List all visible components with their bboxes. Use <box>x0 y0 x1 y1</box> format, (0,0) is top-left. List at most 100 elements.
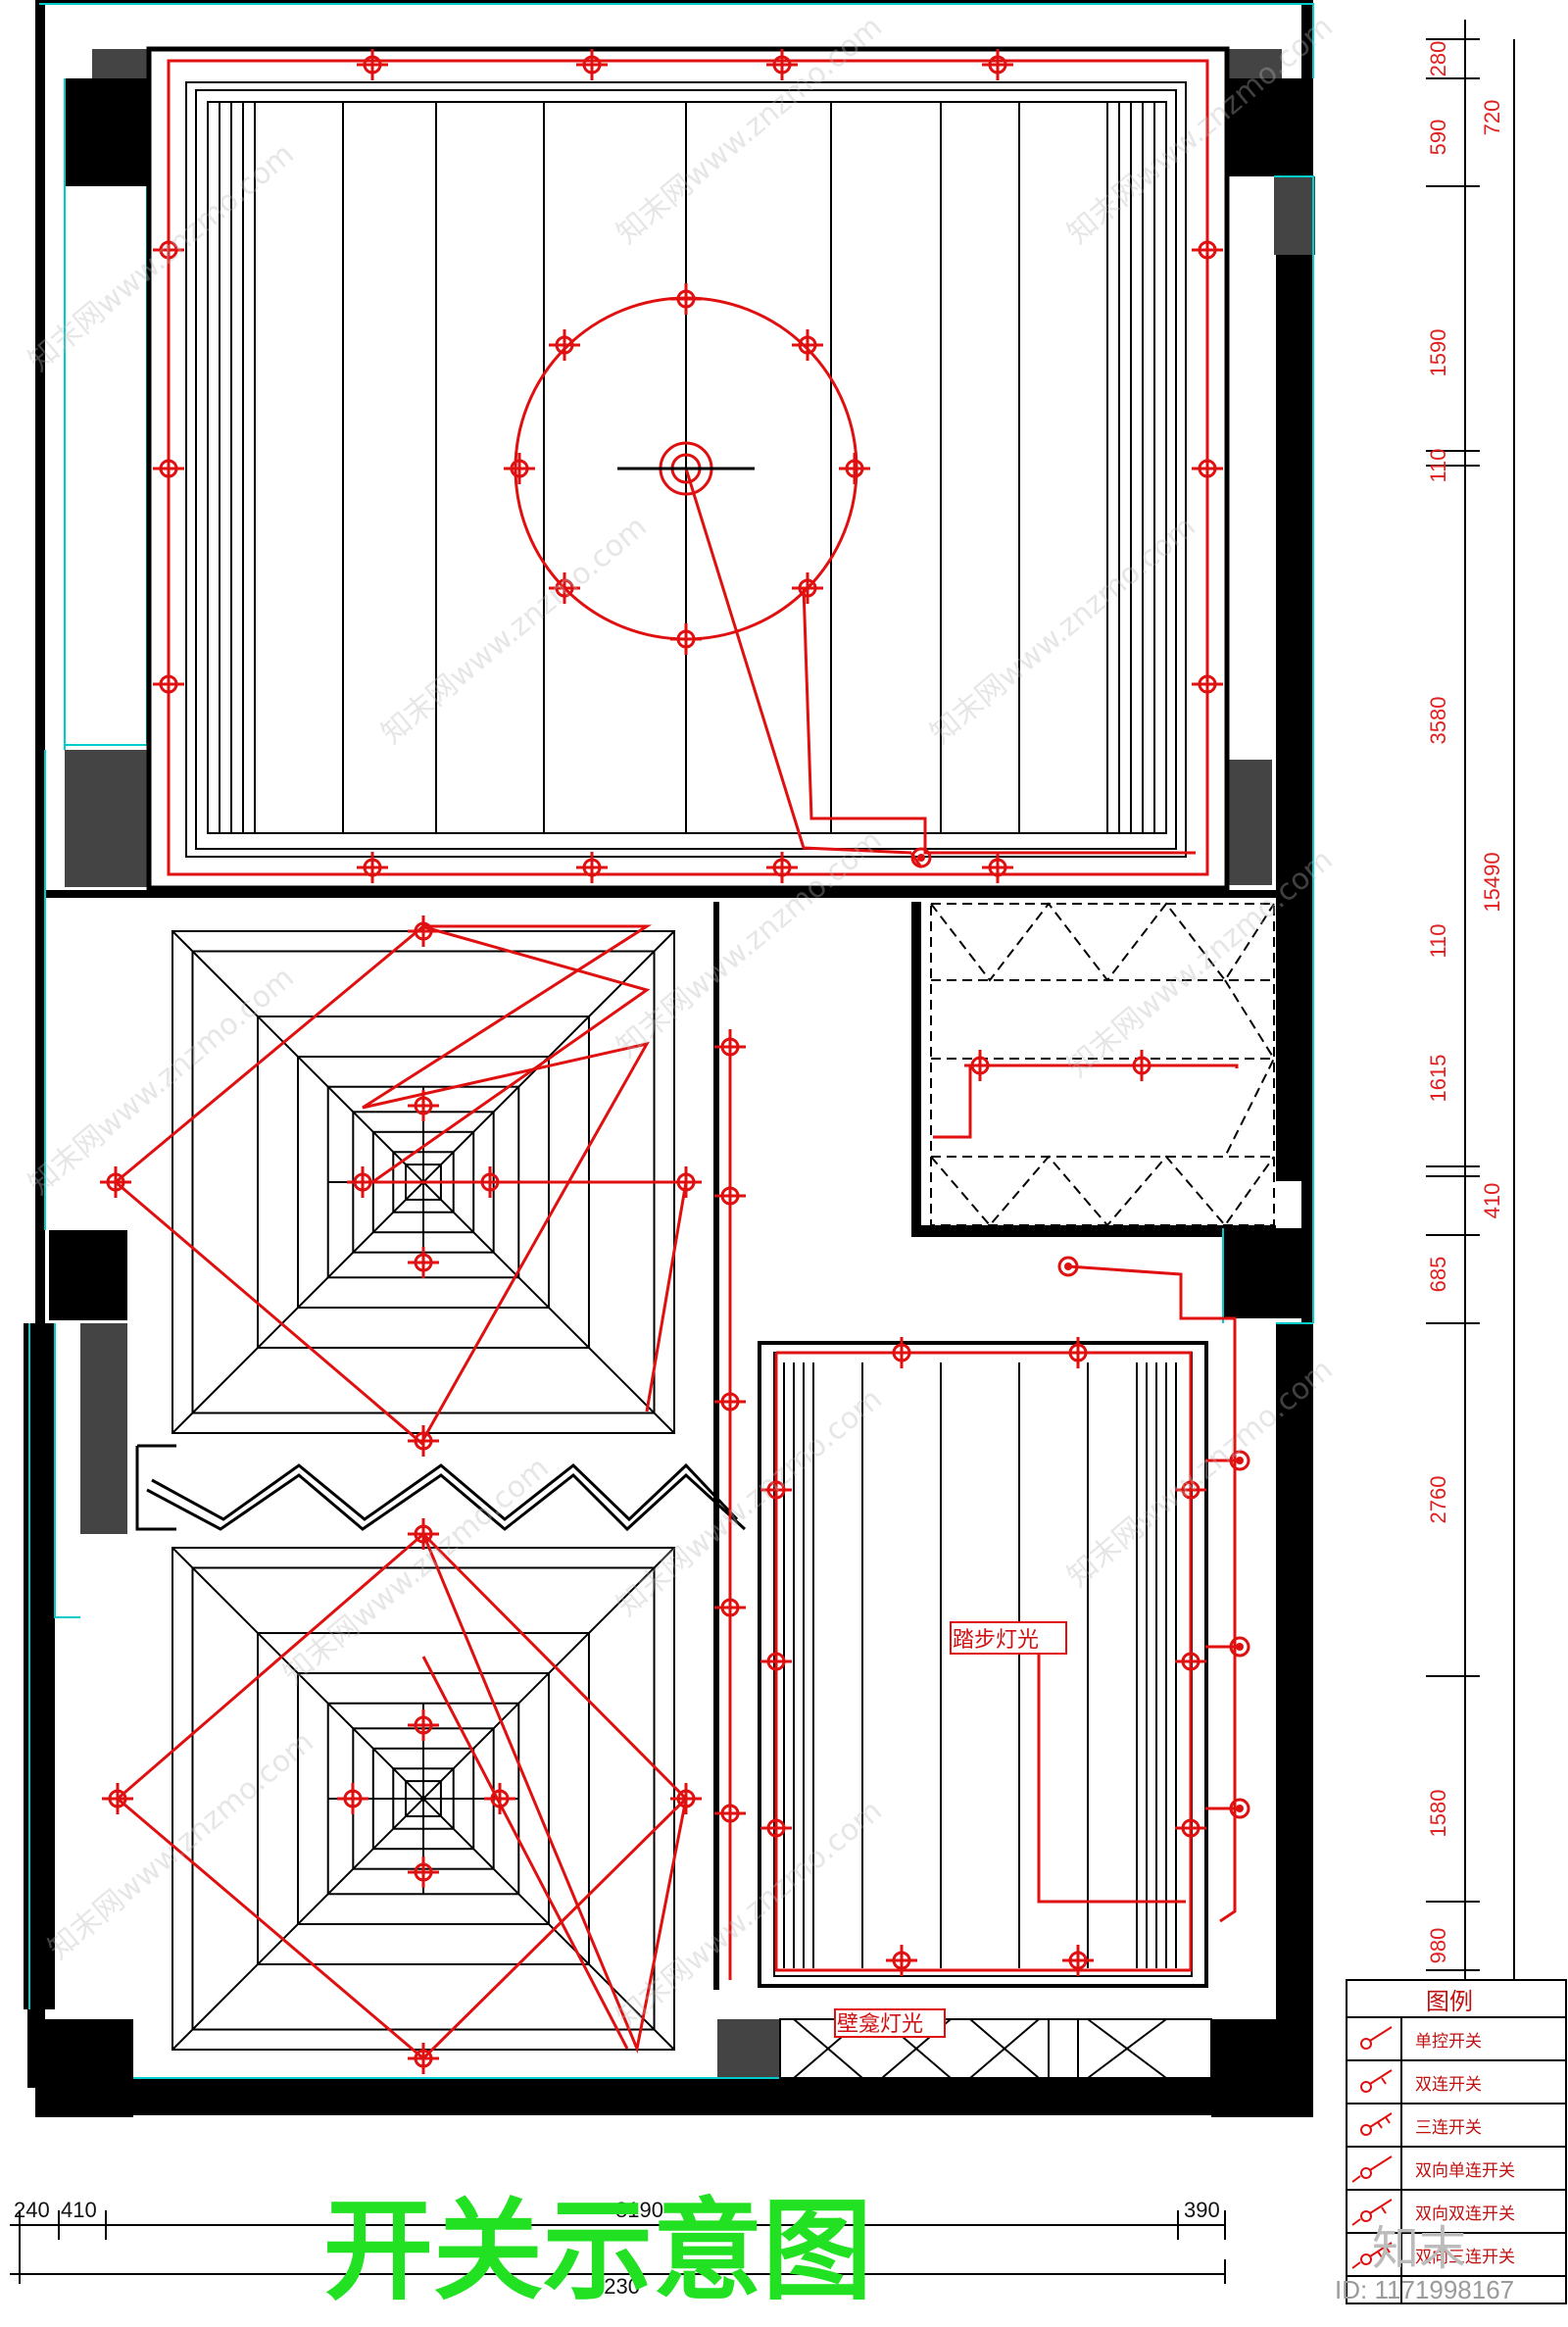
right-dim-label: 110 <box>1426 923 1450 958</box>
light-point <box>982 852 1013 883</box>
light-point <box>408 916 439 947</box>
light-point <box>670 283 702 315</box>
image-id: ID: 1171998167 <box>1335 2275 1514 2304</box>
light-point <box>766 49 798 80</box>
right-dim-label: 980 <box>1426 1928 1450 1964</box>
switch-symbol <box>1229 1798 1250 1819</box>
light-point <box>982 49 1013 80</box>
chandelier <box>617 441 755 496</box>
wall-light-label: 壁龛灯光 <box>837 2012 923 2037</box>
legend-item-6: 双向三连开关 <box>1415 2248 1515 2267</box>
light-point <box>337 1783 368 1814</box>
living-room-ceiling <box>146 46 1230 891</box>
bottom-dim-labels: 240 410 8190 390 9230 <box>14 2198 1220 2299</box>
light-point <box>964 1050 996 1081</box>
light-point <box>1192 234 1223 266</box>
watermark-text: 知末网www.znzmo.com <box>375 510 654 751</box>
light-points <box>100 49 1250 2074</box>
light-point <box>153 453 184 484</box>
step-light-label: 踏步灯光 <box>953 1628 1039 1653</box>
legend-item-3: 三连开关 <box>1415 2118 1482 2138</box>
watermark-text: 知末网www.znzmo.com <box>611 10 889 251</box>
legend-item-5: 双向双连开关 <box>1415 2204 1515 2224</box>
light-point <box>714 1592 746 1623</box>
light-point <box>549 329 580 361</box>
logo-watermark: 知末 <box>1372 2221 1466 2276</box>
bottom-cabinet <box>779 2018 1212 2079</box>
right-dim-label: 280 <box>1426 41 1450 77</box>
dim-390: 390 <box>1184 2198 1220 2222</box>
watermark-text: 知末网www.znzmo.com <box>23 961 301 1202</box>
legend-title: 图例 <box>1426 1988 1473 2015</box>
right-dim-label: 1580 <box>1426 1790 1450 1838</box>
light-point <box>766 852 798 883</box>
light-point <box>670 623 702 655</box>
light-point <box>100 1166 131 1198</box>
light-point <box>1062 1337 1094 1368</box>
light-point <box>886 1945 917 1976</box>
watermark-text: 知末网www.znzmo.com <box>924 510 1202 751</box>
light-point <box>1126 1050 1157 1081</box>
switch-symbol <box>1057 1256 1079 1277</box>
stair-zigzag <box>135 1444 747 1532</box>
light-point <box>760 1812 792 1844</box>
legend-item-4: 双向单连开关 <box>1415 2161 1515 2181</box>
right-dim-outer-label: 15490 <box>1480 852 1504 912</box>
room-labels: 踏步灯光 壁龛灯光 <box>834 1621 1067 2038</box>
right-dim-label: 685 <box>1426 1257 1450 1293</box>
right-dim-outer-label: 410 <box>1480 1183 1504 1219</box>
right-dimension-labels: 2805901590110358011016156852760158098048… <box>1426 38 1504 2056</box>
light-point <box>1175 1646 1206 1677</box>
watermark-text: 知末网www.znzmo.com <box>611 1794 889 2035</box>
legend-item-2: 双连开关 <box>1415 2075 1482 2095</box>
light-point <box>576 49 608 80</box>
light-point <box>153 668 184 700</box>
light-point <box>357 852 388 883</box>
switch-symbol <box>1229 1636 1250 1658</box>
light-point <box>549 572 580 604</box>
watermark-text: 知末网www.znzmo.com <box>277 1451 556 1692</box>
walls <box>24 0 1315 2117</box>
light-point <box>408 1090 439 1121</box>
dim-240: 240 <box>14 2198 50 2222</box>
light-point <box>839 453 870 484</box>
right-dim-label: 2760 <box>1426 1476 1450 1524</box>
right-dimensions <box>1464 20 1515 1980</box>
watermark-text: 知末网www.znzmo.com <box>42 1725 320 1966</box>
light-point <box>714 1031 746 1063</box>
light-point <box>886 1337 917 1368</box>
light-point <box>576 852 608 883</box>
light-point <box>357 49 388 80</box>
light-point <box>408 1709 439 1741</box>
light-point <box>408 1247 439 1278</box>
right-dim-label: 3580 <box>1426 697 1450 745</box>
drawing-title: 开关示意图 <box>323 2188 872 2315</box>
light-point <box>408 2043 439 2074</box>
light-point <box>1192 453 1223 484</box>
light-point <box>408 1518 439 1550</box>
legend-item-1: 单控开关 <box>1415 2032 1482 2052</box>
light-point <box>1175 1474 1206 1506</box>
watermark-text: 知末网www.znzmo.com <box>611 1382 889 1623</box>
switch-symbol <box>1229 1450 1250 1471</box>
light-point <box>347 1166 378 1198</box>
light-point <box>408 1425 439 1457</box>
light-point <box>714 1386 746 1417</box>
cabinet-room <box>930 902 1276 1227</box>
light-point <box>670 1166 702 1198</box>
light-point <box>760 1474 792 1506</box>
light-point <box>792 572 823 604</box>
right-dim-label: 590 <box>1426 120 1450 156</box>
light-point <box>484 1783 515 1814</box>
right-dim-outer-label: 720 <box>1480 100 1504 136</box>
light-point <box>102 1783 133 1814</box>
legend: 图例 单控开关 双连开关 三连开关 双向单连开关 双向双连开关 双向三连开关 <box>1346 1979 1567 2304</box>
light-point <box>670 1783 702 1814</box>
switch-symbol <box>910 847 932 868</box>
light-point <box>760 1646 792 1677</box>
light-point <box>153 234 184 266</box>
light-point <box>474 1166 506 1198</box>
light-point <box>1062 1945 1094 1976</box>
light-point <box>1192 668 1223 700</box>
